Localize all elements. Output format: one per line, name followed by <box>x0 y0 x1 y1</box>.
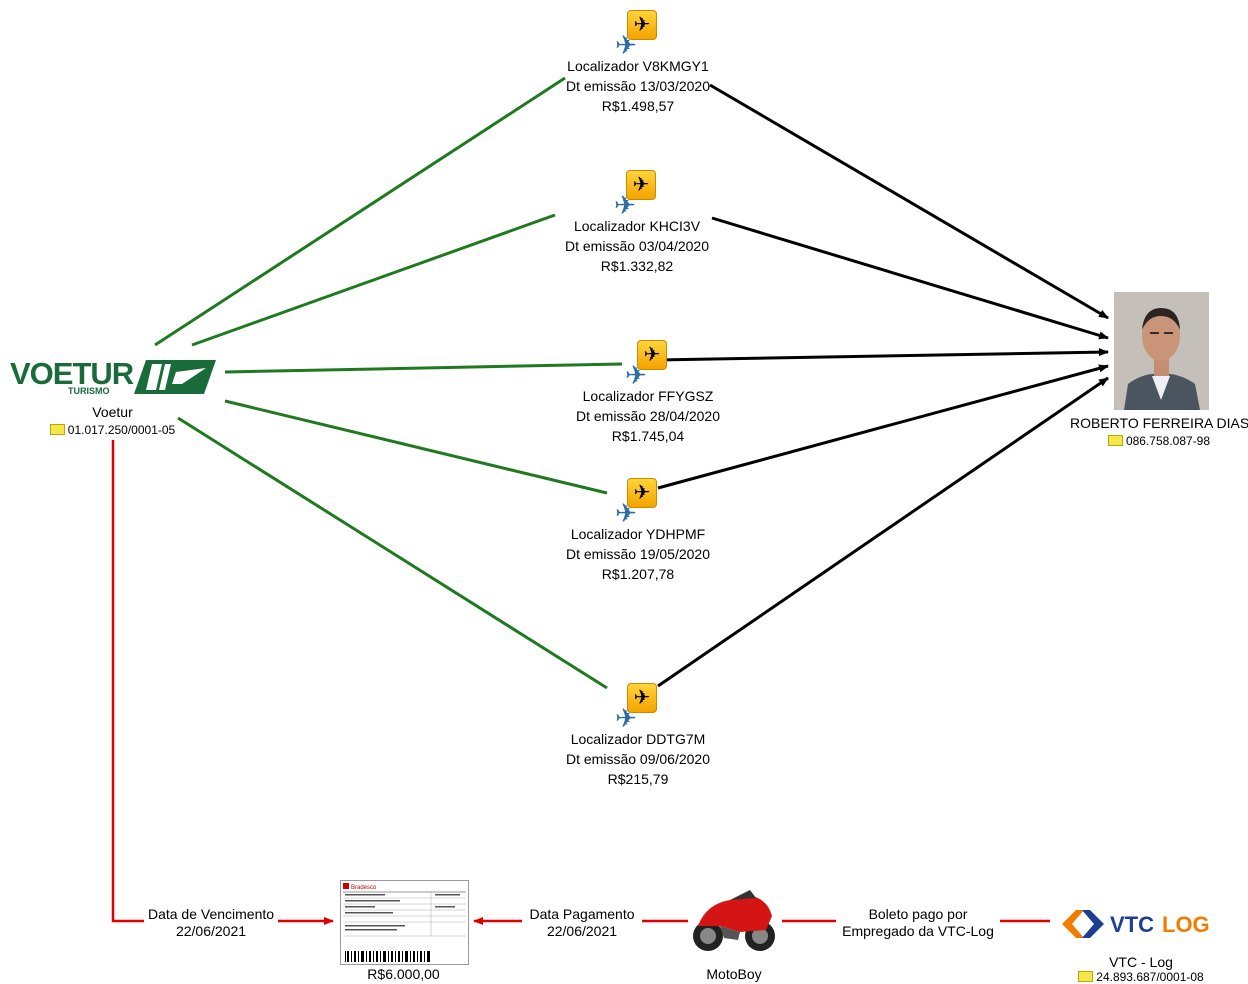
person-name: ROBERTO FERREIRA DIAS <box>1070 415 1248 431</box>
boleto-document[interactable]: Bradesco <box>340 880 469 965</box>
edge-voetur-ticket-1 <box>154 76 566 347</box>
ticket-node[interactable]: ✈✈ Localizador V8KMGY1 Dt emissão 13/03/… <box>548 10 728 116</box>
ticket-node[interactable]: ✈✈ Localizador FFYGSZ Dt emissão 28/04/2… <box>553 340 743 446</box>
ticket-value: R$1.332,82 <box>600 258 674 274</box>
boleto-node[interactable]: R$6.000,00 <box>340 964 467 984</box>
voetur-logo: VOETUR TURISMO <box>10 356 216 398</box>
edge-voetur-ticket-4 <box>224 399 608 495</box>
edge-ticket-2-person <box>711 216 1109 340</box>
motoboy-name: MotoBoy <box>706 966 762 982</box>
boleto-bank: Bradesco <box>351 885 377 891</box>
boleto-pago-label: Boleto pago por <box>868 906 968 922</box>
edge-ticket-1-person <box>709 83 1109 320</box>
edge-voetur-ticket-2 <box>191 213 556 347</box>
id-card-icon <box>1078 971 1094 983</box>
boleto-value: R$6.000,00 <box>367 966 440 982</box>
edge-label-boleto-pago: Boleto pago por Empregado da VTC-Log <box>836 906 1000 940</box>
ticket-date: Dt emissão 28/04/2020 <box>576 408 720 424</box>
vtc-name: VTC - Log <box>1109 954 1173 970</box>
voetur-logo-subtext: TURISMO <box>68 386 110 396</box>
id-card-icon <box>1107 435 1123 447</box>
ticket-date: Dt emissão 03/04/2020 <box>565 238 709 254</box>
ticket-code: Localizador YDHPMF <box>570 526 706 542</box>
edge-voetur-ticket-3 <box>224 362 623 374</box>
flight-ticket-icon: ✈✈ <box>625 340 671 388</box>
edge-ticket-4-person <box>657 364 1109 490</box>
edge-ticket-5-person <box>657 376 1109 688</box>
motoboy-node[interactable]: MotoBoy <box>684 964 784 984</box>
person-cpf: 086.758.087-98 <box>1070 433 1248 449</box>
ticket-date: Dt emissão 19/05/2020 <box>566 546 710 562</box>
person-silhouette-icon <box>1114 292 1209 410</box>
ticket-node[interactable]: ✈✈ Localizador KHCI3V Dt emissão 03/04/2… <box>542 170 732 276</box>
edge-voetur-ticket-5 <box>177 416 608 690</box>
ticket-value: R$1.498,57 <box>601 98 675 114</box>
vtc-cnpj: 24.893.687/0001-08 <box>1058 971 1224 984</box>
ticket-value: R$215,79 <box>607 771 669 787</box>
edge-voetur-boleto <box>111 440 334 925</box>
ticket-code: Localizador FFYGSZ <box>582 388 714 404</box>
ticket-date: Dt emissão 13/03/2020 <box>566 78 710 94</box>
vtc-cnpj-value: 24.893.687/0001-08 <box>1096 970 1204 984</box>
ticket-node[interactable]: ✈✈ Localizador DDTG7M Dt emissão 09/06/2… <box>543 683 733 789</box>
person-photo[interactable] <box>1114 292 1209 410</box>
motorcycle-icon[interactable] <box>690 886 778 954</box>
ticket-code: Localizador V8KMGY1 <box>567 58 709 74</box>
pagamento-date: 22/06/2021 <box>546 923 618 939</box>
vencimento-label: Data de Vencimento <box>147 906 275 922</box>
flight-ticket-icon: ✈✈ <box>614 170 660 218</box>
edge-ticket-3-person <box>656 348 1109 362</box>
edge-label-vencimento: Data de Vencimento 22/06/2021 <box>144 906 278 940</box>
voetur-cnpj: 01.017.250/0001-05 <box>40 422 185 438</box>
person-node[interactable]: ROBERTO FERREIRA DIAS 086.758.087-98 <box>1070 413 1248 449</box>
vtc-log-mark-icon: VTC LOG <box>1062 910 1210 938</box>
boleto-document-icon: Bradesco <box>343 883 466 962</box>
id-card-icon <box>49 424 65 436</box>
ticket-code: Localizador DDTG7M <box>570 731 706 747</box>
flight-ticket-icon: ✈✈ <box>615 10 661 58</box>
edge-label-pagamento: Data Pagamento 22/06/2021 <box>522 906 642 940</box>
ticket-date: Dt emissão 09/06/2020 <box>566 751 710 767</box>
flight-ticket-icon: ✈✈ <box>615 683 661 731</box>
pagamento-label: Data Pagamento <box>529 906 635 922</box>
voetur-logo-text: VOETUR <box>10 356 134 391</box>
person-cpf-value: 086.758.087-98 <box>1125 434 1211 448</box>
voetur-node[interactable]: Voetur 01.017.250/0001-05 <box>40 402 185 438</box>
vtc-log-logo: VTC LOG <box>1058 906 1224 942</box>
voetur-mark-icon <box>134 360 216 394</box>
voetur-name: Voetur <box>92 404 133 420</box>
vtc-node[interactable]: VTC - Log 24.893.687/0001-08 <box>1058 954 1224 984</box>
boleto-pago-by: Empregado da VTC-Log <box>842 923 994 939</box>
ticket-value: R$1.207,78 <box>601 566 675 582</box>
ticket-node[interactable]: ✈✈ Localizador YDHPMF Dt emissão 19/05/2… <box>543 478 733 584</box>
vencimento-date: 22/06/2021 <box>175 923 247 939</box>
vtc-logo-text: VTC <box>1110 912 1154 937</box>
ticket-code: Localizador KHCI3V <box>573 218 701 234</box>
vtc-logo-text-log: LOG <box>1162 912 1210 937</box>
flight-ticket-icon: ✈✈ <box>615 478 661 526</box>
voetur-cnpj-value: 01.017.250/0001-05 <box>67 423 176 437</box>
ticket-value: R$1.745,04 <box>611 428 685 444</box>
